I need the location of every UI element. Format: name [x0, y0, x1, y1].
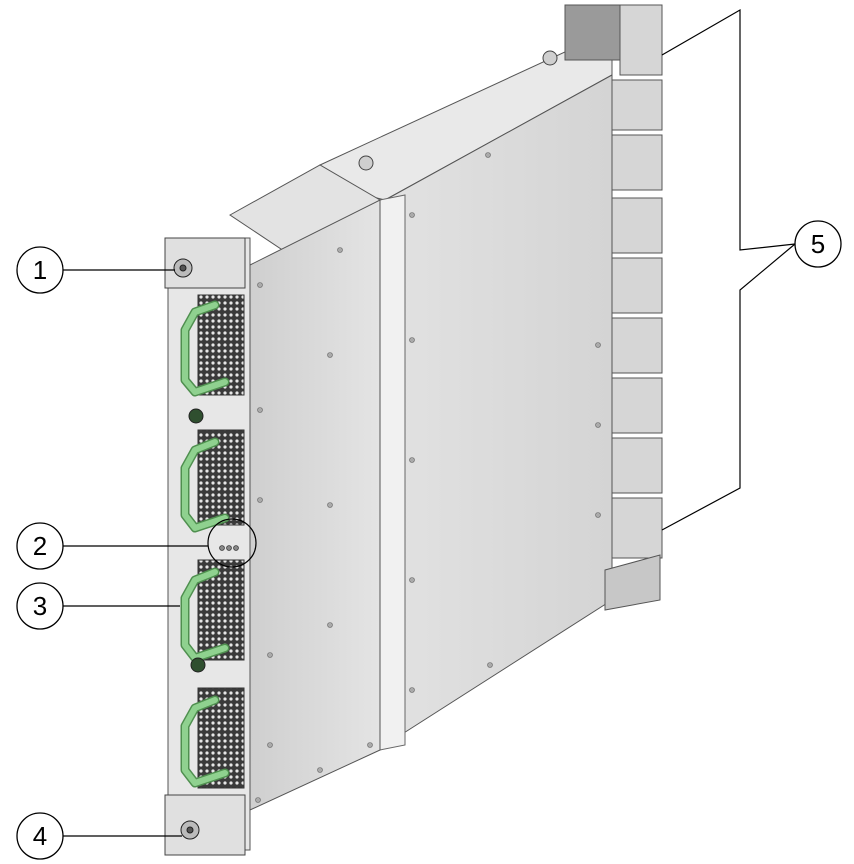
callout-circle [16, 582, 64, 630]
module-body [229, 44, 613, 811]
top-screw [358, 155, 374, 171]
fan-handle [180, 695, 230, 788]
callout-4: 4 [16, 812, 64, 860]
callout-label: 4 [33, 821, 47, 851]
callout-circle [794, 220, 842, 268]
fan-handle [180, 300, 230, 397]
callout-label: 3 [33, 591, 47, 621]
fan-modules [197, 294, 245, 789]
callout-label: 5 [811, 229, 825, 259]
callout-lines [63, 8, 796, 837]
status-leds [219, 545, 239, 551]
callout-3: 3 [16, 582, 64, 630]
module-front-panel [249, 199, 381, 811]
rear-connectors [564, 4, 663, 611]
fan-handles [180, 300, 230, 788]
callout-2: 2 [16, 522, 64, 570]
bottom-bracket [164, 794, 246, 856]
fan-knob [190, 657, 206, 673]
callout-circle [16, 246, 64, 294]
callout-label: 1 [33, 255, 47, 285]
fan-handle [180, 437, 230, 533]
panel-screws [255, 152, 601, 803]
callout-label: 2 [33, 531, 47, 561]
led-highlight-ring [207, 518, 257, 568]
fan-handle [180, 567, 230, 663]
top-screw [542, 50, 558, 66]
captive-screws [173, 258, 206, 840]
callout-circle [16, 522, 64, 570]
callout-5: 5 [794, 220, 842, 268]
module-rail [379, 194, 406, 751]
callout-circle [16, 812, 64, 860]
fan-knob [188, 408, 204, 424]
callout-1: 1 [16, 246, 64, 294]
